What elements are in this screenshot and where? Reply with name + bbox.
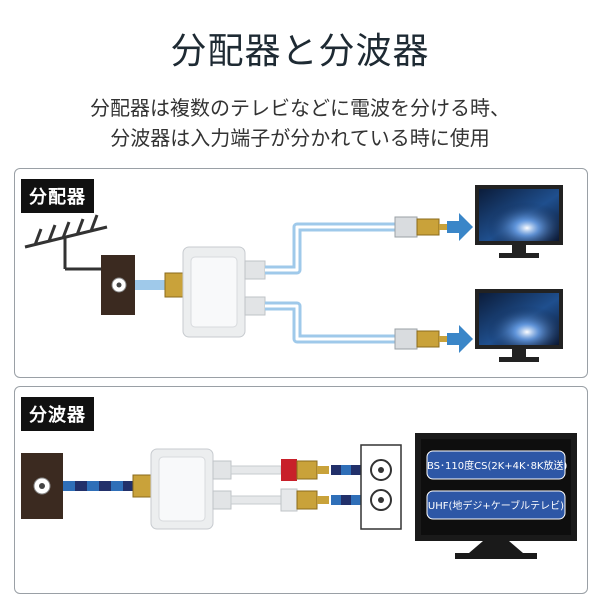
output-cables	[265, 222, 397, 344]
wall-outlet-icon	[101, 255, 135, 315]
demultiplexer-body-icon	[150, 448, 232, 530]
subtitle-line-2: 分波器は入力端子が分かれている時に使用	[110, 126, 490, 150]
demultiplexer-panel: 分波器	[14, 386, 588, 594]
input-connector	[132, 474, 152, 498]
tv-input-label-bs-cs: BS･110度CS(2K+4K･8K放送)	[427, 461, 568, 472]
tv-icon	[475, 289, 563, 362]
input-cable-segments	[63, 481, 133, 491]
antenna-icon	[24, 214, 108, 271]
distributor-panel: 分配器	[14, 168, 588, 378]
tv-icon	[475, 185, 563, 258]
output-connector-bottom	[394, 328, 449, 350]
tv-input-label-uhf: UHF(地デジ+ケーブルテレビ)	[427, 501, 565, 512]
distributor-illustration	[24, 185, 563, 362]
tv-terminal-panel	[360, 444, 402, 530]
input-cable	[135, 280, 169, 290]
output-connector-top	[394, 216, 449, 238]
wall-outlet-icon	[21, 453, 63, 519]
arrow-right-icon	[447, 213, 473, 241]
demultiplexer-label: 分波器	[21, 397, 94, 431]
input-connector	[165, 273, 183, 297]
distributor-label: 分配器	[21, 179, 94, 213]
white-plug-icon	[280, 488, 329, 512]
subtitle-line-1: 分配器は複数のテレビなどに電波を分ける時、	[90, 96, 510, 120]
page-title: 分配器と分波器	[170, 31, 430, 72]
signal-segments-top	[331, 465, 361, 475]
splitter-body-icon	[182, 246, 266, 338]
tv-icon	[415, 433, 577, 559]
red-plug-icon	[281, 459, 329, 481]
arrow-right-icon	[447, 325, 473, 353]
demultiplexer-illustration	[21, 433, 577, 559]
signal-segments-bottom	[331, 495, 361, 505]
